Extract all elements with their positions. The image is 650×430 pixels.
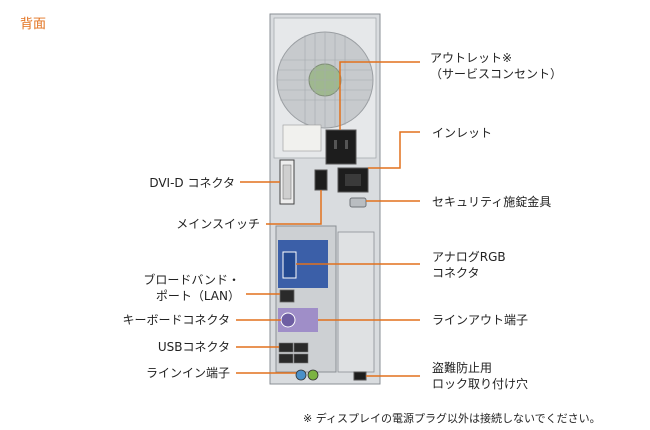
footnote: ※ ディスプレイの電源プラグ以外は接続しないでください。	[303, 412, 601, 425]
ps2-port	[280, 312, 296, 328]
line-out-port	[307, 369, 319, 381]
line-in-port	[295, 369, 307, 381]
label-anti-theft: 盗難防止用 ロック取り付け穴	[432, 361, 529, 391]
label-outlet: アウトレット※ （サービスコンセント）	[430, 51, 563, 81]
usb-port-4	[293, 353, 309, 364]
label-analog-rgb: アナログRGB コネクタ	[432, 250, 506, 280]
leader-outlet	[339, 61, 420, 130]
label-keyboard: キーボードコネクタ	[122, 313, 230, 327]
label-dvi: DVI-D コネクタ	[149, 176, 235, 190]
leader-lines	[236, 61, 420, 377]
usb-port-2	[278, 353, 294, 364]
label-inlet: インレット	[432, 126, 493, 140]
anti-theft-hole	[353, 371, 367, 381]
leader-inlet	[368, 131, 420, 169]
label-usb: USBコネクタ	[157, 340, 230, 354]
vga-connector	[282, 251, 297, 279]
label-security: セキュリティ施錠金具	[432, 195, 552, 209]
usb-port-3	[293, 342, 309, 353]
label-broadband: ブロードバンド・ ポート（LAN）	[143, 273, 240, 303]
lan-port	[279, 289, 295, 303]
label-line-out: ラインアウト端子	[432, 313, 529, 327]
main-switch	[314, 169, 328, 191]
fan-mesh	[277, 32, 373, 128]
usb-port-1	[278, 342, 294, 353]
label-line-in: ラインイン端子	[145, 366, 230, 380]
security-lock-bracket	[349, 197, 367, 208]
expansion-slot	[337, 231, 375, 373]
leader-main-switch	[266, 190, 322, 225]
warning-sticker	[282, 124, 322, 152]
outlet-port	[325, 129, 357, 165]
section-title: 背面	[20, 17, 47, 32]
label-main-switch: メインスイッチ	[176, 217, 260, 231]
